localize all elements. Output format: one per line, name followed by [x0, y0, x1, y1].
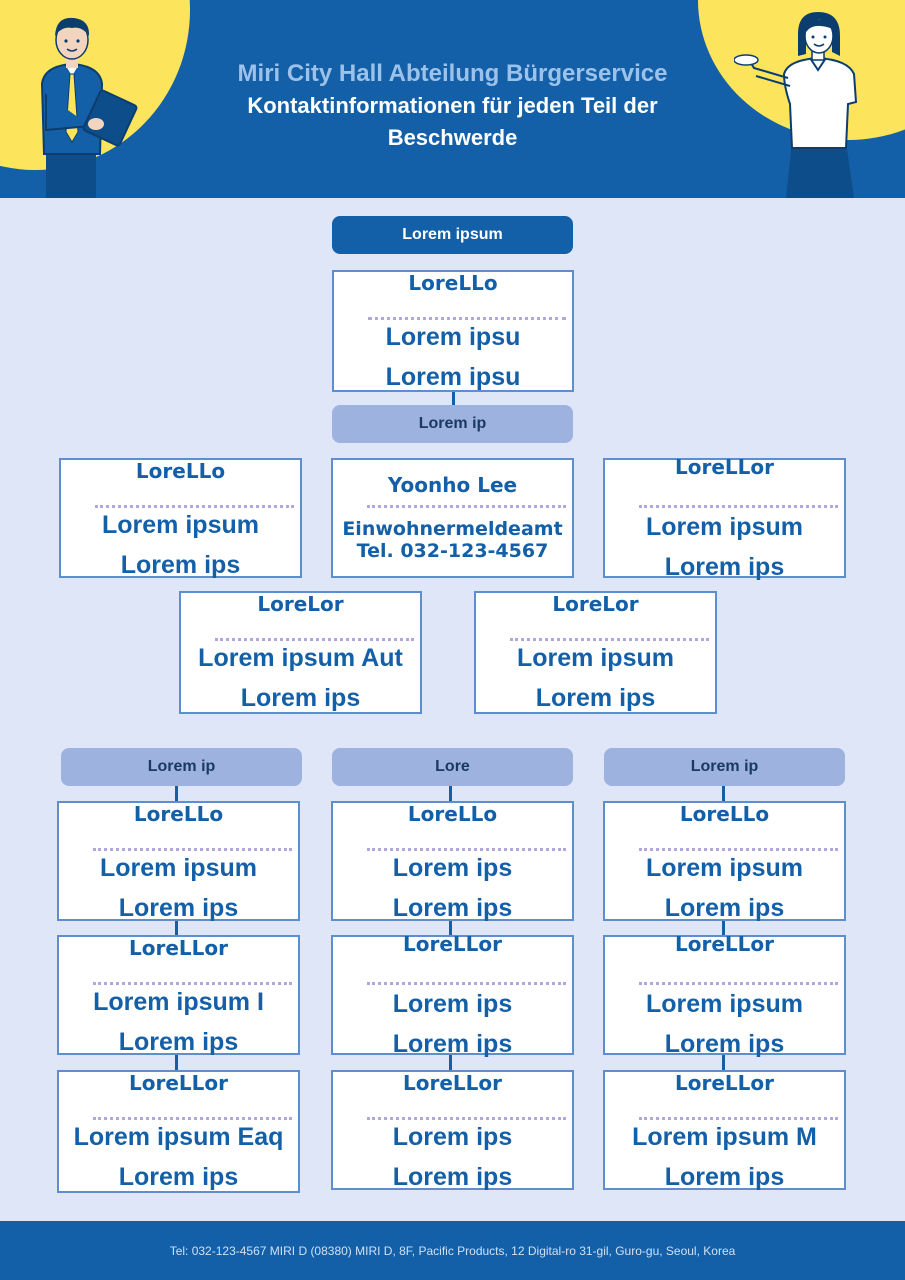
- contact-name: LoreLor: [552, 592, 639, 616]
- contact-line-2: Lorem ips: [664, 1030, 785, 1058]
- contact-line-2: Lorem ips: [392, 1163, 513, 1191]
- contact-card: LoreLLor Lorem ipsum M Lorem ips: [603, 1070, 846, 1191]
- connector-line: [449, 786, 452, 802]
- connector-line: [452, 390, 455, 407]
- contact-line-1: Lorem ips: [392, 1123, 513, 1151]
- contact-card: LoreLLor Lorem ipsum I Lorem ips: [57, 935, 300, 1056]
- connector-line: [722, 786, 725, 802]
- dotted-divider: [639, 982, 838, 985]
- contact-line-2: Lorem ips: [535, 684, 656, 712]
- contact-card: LoreLLo Lorem ipsum Lorem ips: [59, 458, 302, 579]
- contact-name: LoreLLor: [402, 1071, 502, 1095]
- dotted-divider: [93, 1117, 292, 1120]
- contact-line-2: Lorem ipsu: [385, 363, 521, 391]
- column-label-left: Lorem ip: [61, 748, 302, 786]
- top-section-label: Lorem ipsum: [332, 216, 573, 254]
- contact-name: LoreLLo: [133, 802, 224, 826]
- contact-card: LoreLor Lorem ipsum Aut Lorem ips: [179, 591, 422, 714]
- contact-card: LoreLLo Lorem ipsum Lorem ips: [57, 801, 300, 922]
- man-illustration: [40, 17, 138, 198]
- contact-line-2: Lorem ips: [392, 1030, 513, 1058]
- contact-line-1: Lorem ipsum: [646, 990, 803, 1018]
- connector-line: [175, 786, 178, 802]
- middle-section-label: Lorem ip: [332, 405, 573, 443]
- contact-name: LoreLLor: [674, 1071, 774, 1095]
- contact-phone: Tel. 032-123-4567: [356, 540, 549, 562]
- contact-card: LoreLor Lorem ipsum Lorem ips: [474, 591, 717, 714]
- connector-line: [175, 1054, 178, 1071]
- contact-line-1: Lorem ipsum: [646, 513, 803, 541]
- footer-bar: Tel: 032-123-4567 MIRI D (08380) MIRI D,…: [0, 1221, 905, 1280]
- contact-line-2: Lorem ips: [392, 894, 513, 922]
- contact-line-1: Lorem ipsum Aut: [198, 644, 403, 672]
- dotted-divider: [367, 982, 566, 985]
- contact-line-2: Lorem ips: [664, 553, 785, 581]
- dotted-divider: [368, 317, 566, 320]
- dotted-divider: [367, 1117, 566, 1120]
- connector-line: [449, 1054, 452, 1071]
- column-label-center: Lore: [332, 748, 573, 786]
- footer-contact-text: Tel: 032-123-4567 MIRI D (08380) MIRI D,…: [169, 1243, 736, 1258]
- contact-name: LoreLLo: [408, 271, 498, 295]
- contact-line-1: Lorem ipsum: [646, 854, 803, 882]
- contact-name: LoreLLor: [128, 936, 228, 960]
- contact-line-1: Lorem ipsum: [102, 511, 259, 539]
- top-contact-card: LoreLLo Lorem ipsu Lorem ipsu: [332, 270, 574, 392]
- contact-card: LoreLLor Lorem ipsum Lorem ips: [603, 455, 846, 581]
- contact-name: LoreLLor: [128, 1071, 228, 1095]
- page-title: Miri City Hall Abteilung Bürgerservice: [237, 60, 668, 87]
- contact-line-1: Lorem ipsum M: [632, 1123, 817, 1151]
- dotted-divider: [93, 848, 292, 851]
- contact-line-2: Lorem ips: [240, 684, 361, 712]
- dotted-divider: [639, 848, 838, 851]
- connector-line: [722, 1054, 725, 1071]
- contact-line-1: Lorem ipsum: [100, 854, 257, 882]
- contact-line-2: Lorem ips: [118, 1028, 239, 1056]
- contact-card-yoonho-lee: Yoonho Lee Einwohnermeldeamt Tel. 032-12…: [331, 458, 574, 578]
- dotted-divider: [367, 848, 566, 851]
- dotted-divider: [639, 1117, 838, 1120]
- contact-card: LoreLLo Lorem ipsum Lorem ips: [603, 801, 846, 922]
- contact-name: LoreLLor: [402, 932, 502, 956]
- contact-name: LoreLLo: [407, 802, 498, 826]
- contact-line-1: Lorem ips: [392, 990, 513, 1018]
- dotted-divider: [215, 638, 414, 641]
- dotted-divider: [367, 505, 566, 508]
- contact-line-2: Lorem ips: [664, 1163, 785, 1191]
- contact-card: LoreLLor Lorem ips Lorem ips: [331, 1070, 574, 1191]
- contact-line-2: Lorem ips: [664, 894, 785, 922]
- contact-name: LoreLLo: [679, 802, 770, 826]
- column-label-right: Lorem ip: [604, 748, 845, 786]
- contact-line-2: Lorem ips: [120, 551, 241, 579]
- contact-card: LoreLLor Lorem ips Lorem ips: [331, 932, 574, 1058]
- contact-name: LoreLLor: [674, 455, 774, 479]
- connector-line: [449, 920, 452, 936]
- contact-department: Einwohnermeldeamt: [342, 518, 563, 540]
- contact-name: Yoonho Lee: [387, 473, 518, 497]
- contact-name: LoreLor: [257, 592, 344, 616]
- dotted-divider: [639, 505, 838, 508]
- contact-line-1: Lorem ipsum Eaq: [73, 1123, 284, 1151]
- header-banner: Miri City Hall Abteilung Bürgerservice K…: [0, 0, 905, 198]
- contact-line-2: Lorem ips: [118, 1163, 239, 1191]
- contact-card: LoreLLor Lorem ipsum Eaq Lorem ips: [57, 1070, 300, 1193]
- connector-line: [722, 920, 725, 936]
- woman-illustration: [734, 12, 858, 198]
- contact-line-1: Lorem ipsu: [385, 323, 521, 351]
- page-subtitle: Kontaktinformationen für jeden Teil der …: [247, 93, 658, 150]
- dotted-divider: [95, 505, 294, 508]
- contact-line-1: Lorem ipsum: [517, 644, 674, 672]
- dotted-divider: [510, 638, 709, 641]
- contact-name: LoreLLor: [674, 932, 774, 956]
- contact-card: LoreLLo Lorem ips Lorem ips: [331, 801, 574, 922]
- contact-line-1: Lorem ips: [392, 854, 513, 882]
- contact-name: LoreLLo: [135, 459, 226, 483]
- contact-line-2: Lorem ips: [118, 894, 239, 922]
- connector-line: [175, 920, 178, 936]
- contact-card: LoreLLor Lorem ipsum Lorem ips: [603, 932, 846, 1058]
- dotted-divider: [93, 982, 292, 985]
- contact-line-1: Lorem ipsum I: [93, 988, 264, 1016]
